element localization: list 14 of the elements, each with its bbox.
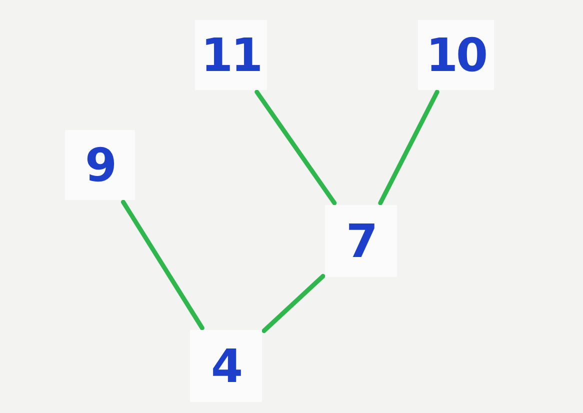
connector-line [262, 274, 326, 334]
node-number: 10 [426, 32, 486, 78]
connector-line [378, 90, 440, 206]
connector-line [120, 200, 204, 330]
number-node [325, 205, 397, 277]
node-number: 4 [210, 343, 241, 389]
node-number: 11 [200, 32, 261, 78]
node-number: 7 [346, 218, 376, 264]
node-number: 9 [84, 142, 115, 188]
number-node [418, 20, 494, 90]
connector-line [254, 90, 337, 206]
number-node [65, 130, 135, 200]
number-node [195, 20, 267, 90]
number-node [190, 330, 262, 402]
